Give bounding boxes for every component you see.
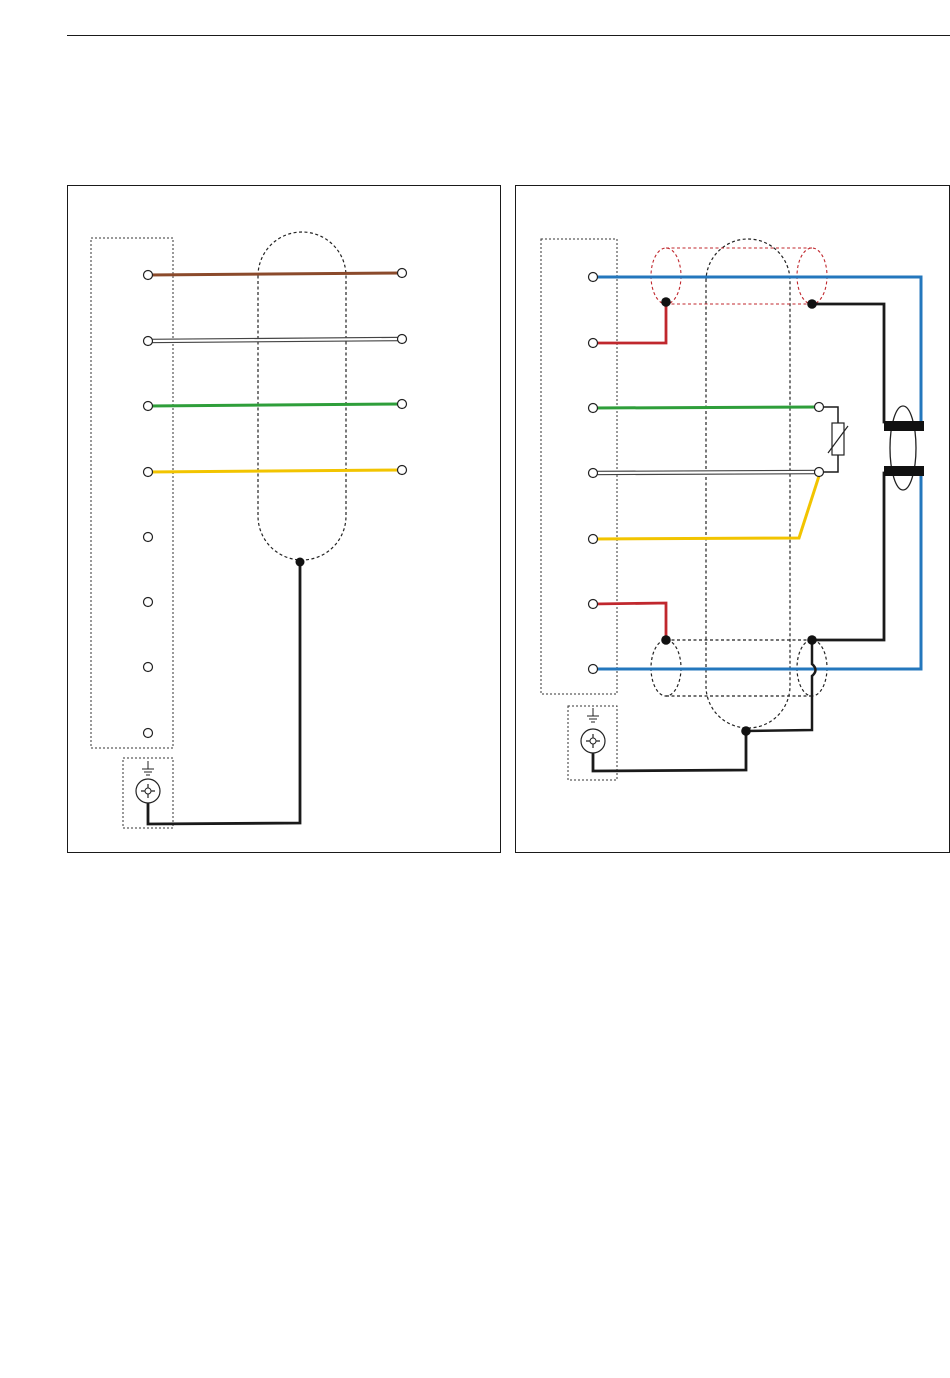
wire-ground xyxy=(593,731,746,771)
shield-junction xyxy=(661,297,671,307)
ferrite-core-icon xyxy=(884,406,924,490)
shield-junction xyxy=(661,635,671,645)
terminal xyxy=(589,665,598,674)
wire-blue xyxy=(593,277,921,424)
shield-junction xyxy=(296,558,305,567)
shield-junction xyxy=(807,635,817,645)
resistor-icon xyxy=(828,423,848,455)
terminal xyxy=(589,273,598,282)
wiring-diagram-right-svg xyxy=(516,186,950,854)
terminal xyxy=(144,663,153,672)
wire-red xyxy=(593,302,666,343)
wire-green xyxy=(593,407,819,408)
earth-ground-icon xyxy=(142,761,154,775)
terminal xyxy=(144,271,153,280)
wire-brown xyxy=(148,273,402,275)
resistor-terminal xyxy=(815,403,824,412)
wire-shield-drain xyxy=(746,640,816,731)
shield-junction xyxy=(807,299,817,309)
terminal xyxy=(144,533,153,542)
terminal-end xyxy=(398,335,407,344)
terminal xyxy=(144,468,153,477)
terminal xyxy=(144,337,153,346)
terminal xyxy=(144,729,153,738)
terminal xyxy=(589,404,598,413)
wire-yellow xyxy=(148,470,402,472)
wire-white xyxy=(593,472,819,473)
ground-screw-icon xyxy=(136,779,160,803)
wire-white xyxy=(148,339,402,341)
terminal xyxy=(144,598,153,607)
terminal xyxy=(589,339,598,348)
terminal xyxy=(589,600,598,609)
terminal-block xyxy=(541,239,617,694)
terminal xyxy=(144,402,153,411)
wiring-diagram-left xyxy=(67,185,501,853)
cable-shield xyxy=(258,232,346,560)
wire-red xyxy=(593,603,666,640)
resistor-terminal xyxy=(815,468,824,477)
terminal xyxy=(589,535,598,544)
wire-shield-drain xyxy=(812,473,884,640)
terminal-end xyxy=(398,269,407,278)
terminal-end xyxy=(398,400,407,409)
wire-shield-drain xyxy=(148,562,300,824)
terminal xyxy=(589,469,598,478)
wiring-diagram-left-svg xyxy=(68,186,502,854)
wiring-diagram-right xyxy=(515,185,950,853)
wire-green xyxy=(148,404,402,406)
terminal-end xyxy=(398,466,407,475)
terminal-block xyxy=(91,238,173,748)
cable-shield xyxy=(706,239,790,728)
ground-screw-icon xyxy=(581,729,605,753)
earth-ground-icon xyxy=(587,708,599,722)
header-rule xyxy=(67,35,950,36)
shield-junction xyxy=(741,726,751,736)
